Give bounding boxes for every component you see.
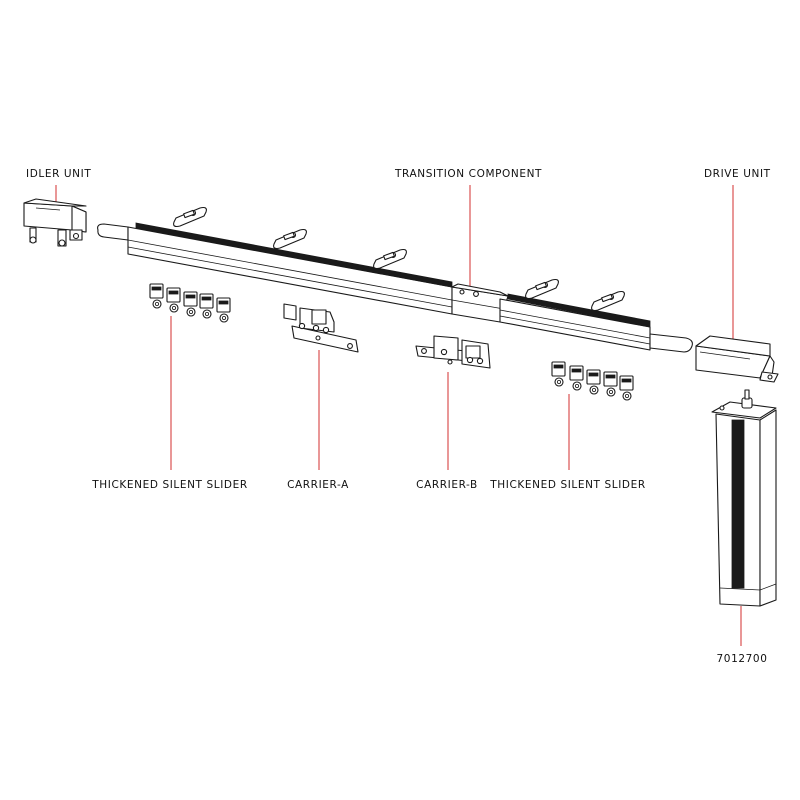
- label-motor-code: 7012700: [716, 653, 768, 665]
- bracket-4: [525, 278, 559, 300]
- rail-part: [97, 222, 693, 353]
- leader-lines: [55, 185, 742, 646]
- slider-group-left: [149, 283, 231, 323]
- label-carrier-b: CARRIER-B: [416, 479, 478, 491]
- idler-unit-part: [23, 198, 87, 247]
- bracket-5: [591, 290, 625, 312]
- carrier-a-part: [283, 303, 359, 353]
- carrier-b-part: [415, 335, 491, 369]
- bracket-3: [373, 248, 407, 270]
- bracket-2: [273, 228, 307, 250]
- label-drive-unit: DRIVE UNIT: [704, 168, 771, 180]
- mounting-brackets: [173, 206, 625, 312]
- bracket-1: [173, 206, 207, 228]
- label-carrier-a: CARRIER-A: [287, 479, 349, 491]
- drive-unit-part: [695, 335, 779, 383]
- label-slider-right: THICKENED SILENT SLIDER: [490, 479, 646, 491]
- label-slider-left: THICKENED SILENT SLIDER: [92, 479, 248, 491]
- slider-group-right: [551, 361, 634, 401]
- label-idler-unit: IDLER UNIT: [26, 168, 92, 180]
- motor-part: [711, 389, 777, 607]
- label-transition-component: TRANSITION COMPONENT: [395, 168, 543, 180]
